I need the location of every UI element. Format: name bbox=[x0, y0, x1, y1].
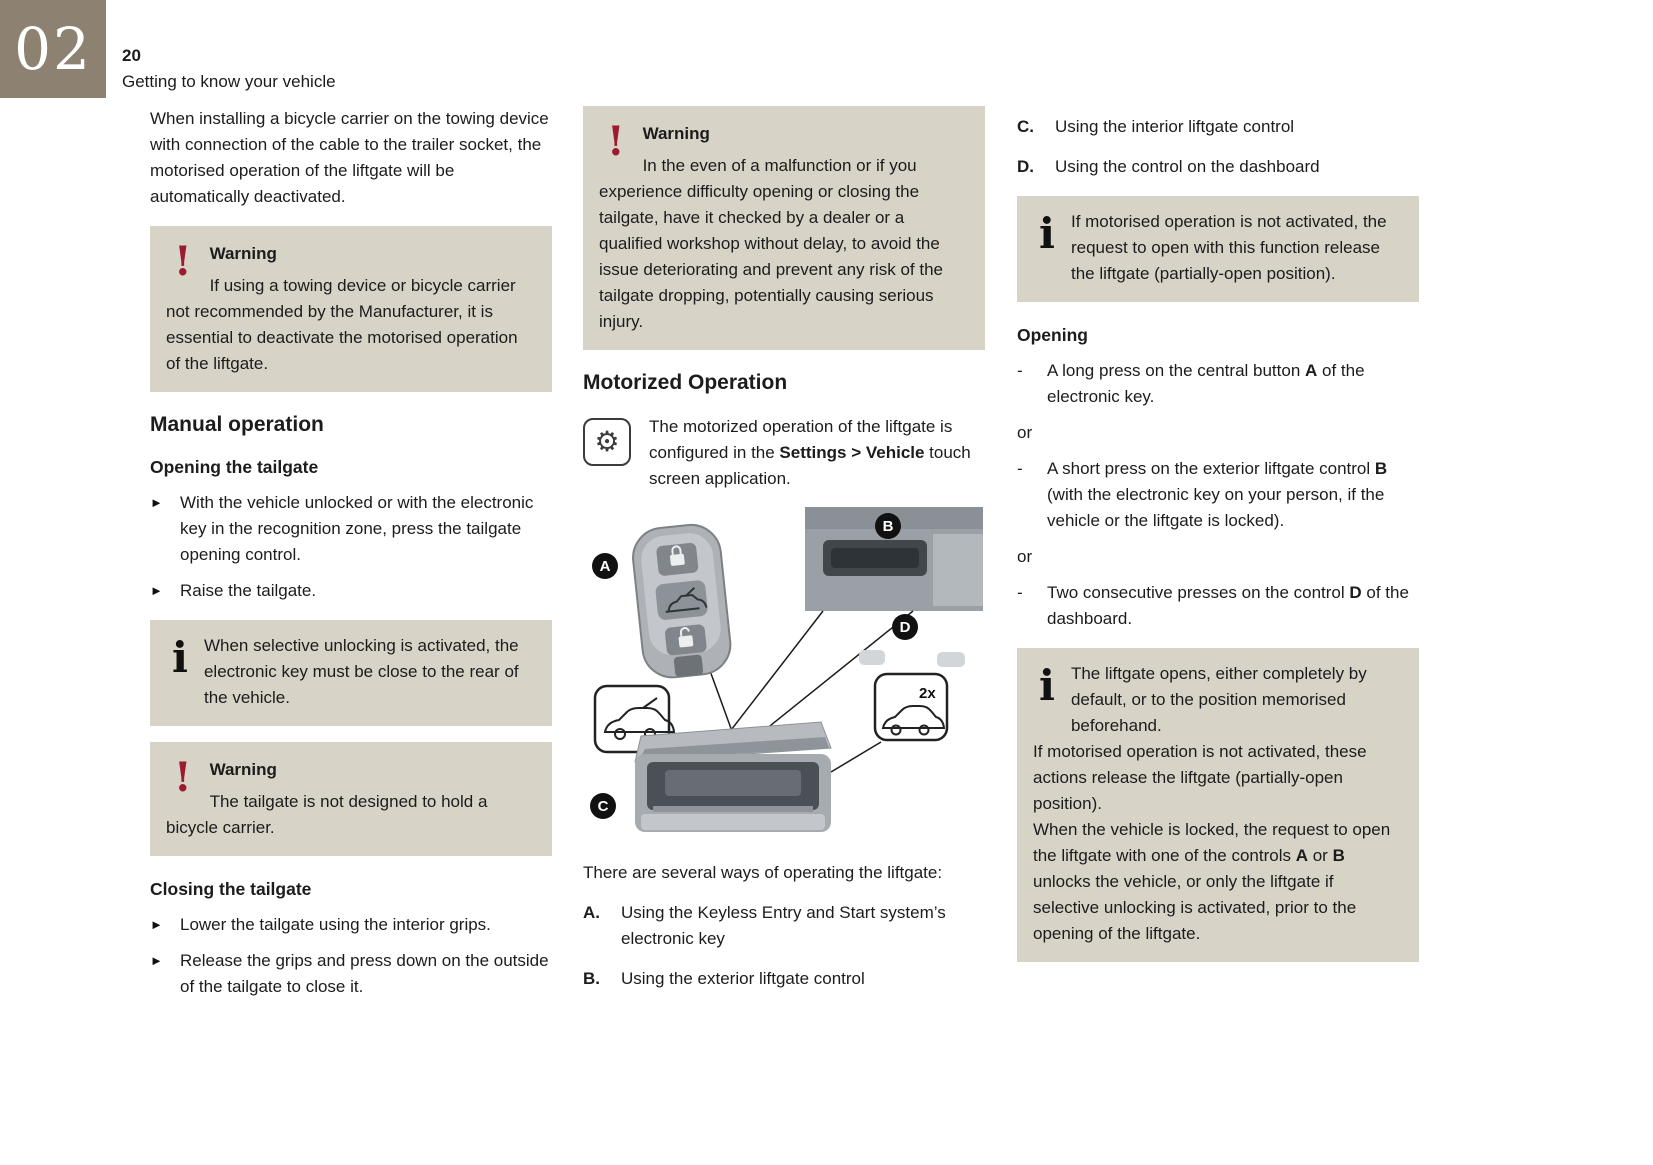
list-letter: D. bbox=[1017, 157, 1034, 176]
heading-manual-operation: Manual operation bbox=[150, 413, 324, 436]
label-c: C bbox=[590, 793, 616, 819]
info-icon: i bbox=[1039, 209, 1055, 258]
subheading-closing-tailgate: Closing the tailgate bbox=[150, 879, 312, 899]
info-icon: i bbox=[172, 633, 188, 682]
intro-paragraph: When installing a bicycle carrier on the… bbox=[150, 109, 549, 206]
bullet-item: ► Raise the tailgate. bbox=[150, 578, 552, 604]
warning-title: Warning bbox=[209, 244, 277, 263]
warning-box-malfunction: ! Warning In the even of a malfunction o… bbox=[583, 106, 985, 350]
warning-box-towing: ! Warning If using a towing device or bi… bbox=[150, 226, 552, 392]
warning-body: The tailgate is not designed to hold a b… bbox=[166, 792, 488, 837]
bullet-item: ► Lower the tailgate using the interior … bbox=[150, 912, 552, 938]
list-text: Using the exterior liftgate control bbox=[621, 969, 865, 988]
svg-text:2x: 2x bbox=[919, 685, 936, 702]
liftgate-controls-illustration: A B D 2x bbox=[590, 507, 985, 832]
chapter-title: Getting to know your vehicle bbox=[122, 72, 336, 91]
list-item-c: C. Using the interior liftgate control bbox=[1017, 114, 1419, 140]
list-text: Using the Keyless Entry and Start system… bbox=[621, 903, 946, 948]
svg-text:C: C bbox=[598, 798, 609, 815]
label-a: A bbox=[592, 553, 618, 579]
warning-title: Warning bbox=[209, 760, 277, 779]
list-text: Using the interior liftgate control bbox=[1055, 117, 1295, 136]
list-item-b: B. Using the exterior liftgate control bbox=[583, 966, 985, 992]
svg-text:A: A bbox=[600, 558, 611, 575]
list-item-d: D. Using the control on the dashboard bbox=[1017, 154, 1419, 180]
warning-body: In the even of a malfunction or if you e… bbox=[599, 156, 943, 331]
column-middle: ! Warning In the even of a malfunction o… bbox=[583, 106, 985, 1006]
settings-note-row: ⚙ The motorized operation of the liftgat… bbox=[583, 414, 985, 492]
label-d: D bbox=[892, 614, 918, 640]
dash-text: A long press on the central button A of … bbox=[1047, 361, 1365, 406]
info-box-liftgate-opens: i The liftgate opens, either completely … bbox=[1017, 648, 1419, 962]
dash-text: A short press on the exterior liftgate c… bbox=[1047, 459, 1388, 530]
pointer-line bbox=[830, 741, 882, 773]
list-letter: A. bbox=[583, 903, 600, 922]
warning-icon: ! bbox=[174, 754, 192, 801]
or-separator: or bbox=[1017, 547, 1033, 566]
triangle-bullet-icon: ► bbox=[150, 495, 163, 510]
list-letter: C. bbox=[1017, 117, 1034, 136]
list-text: Using the control on the dashboard bbox=[1055, 157, 1320, 176]
settings-gear-icon: ⚙ bbox=[583, 418, 631, 466]
warning-body: If using a towing device or bicycle carr… bbox=[166, 276, 518, 373]
page-header: 20 Getting to know your vehicle bbox=[122, 46, 336, 92]
info-box-selective-unlocking: i When selective unlocking is activated,… bbox=[150, 620, 552, 726]
triangle-bullet-icon: ► bbox=[150, 953, 163, 968]
svg-text:B: B bbox=[883, 518, 894, 535]
bullet-text: With the vehicle unlocked or with the el… bbox=[180, 493, 534, 564]
info-body: The liftgate opens, either completely by… bbox=[1033, 664, 1391, 943]
dash-marker: - bbox=[1017, 361, 1023, 380]
list-letter: B. bbox=[583, 969, 600, 988]
dash-text: Two consecutive presses on the control D… bbox=[1047, 583, 1409, 628]
column-left: When installing a bicycle carrier on the… bbox=[150, 106, 552, 1010]
pointer-line bbox=[708, 667, 734, 735]
warning-box-bicycle-carrier: ! Warning The tailgate is not designed t… bbox=[150, 742, 552, 856]
ways-intro: There are several ways of operating the … bbox=[583, 863, 943, 882]
subheading-opening: Opening bbox=[1017, 325, 1088, 345]
bullet-text: Release the grips and press down on the … bbox=[180, 951, 549, 996]
liftgate-controls-diagram: A B D 2x bbox=[583, 504, 985, 852]
page-number: 20 bbox=[122, 46, 141, 65]
subheading-opening-tailgate: Opening the tailgate bbox=[150, 457, 319, 477]
bullet-text: Raise the tailgate. bbox=[180, 581, 317, 600]
chapter-number: 02 bbox=[14, 15, 92, 83]
svg-text:D: D bbox=[900, 619, 911, 636]
bullet-text: Lower the tailgate using the interior gr… bbox=[180, 915, 491, 934]
dash-marker: - bbox=[1017, 459, 1023, 478]
or-separator: or bbox=[1017, 423, 1033, 442]
heading-motorized-operation: Motorized Operation bbox=[583, 371, 788, 394]
dash-item: - A short press on the exterior liftgate… bbox=[1017, 456, 1419, 534]
bullet-item: ► With the vehicle unlocked or with the … bbox=[150, 490, 552, 568]
info-body: If motorised operation is not activated,… bbox=[1070, 212, 1387, 283]
info-box-not-activated: i If motorised operation is not activate… bbox=[1017, 196, 1419, 302]
dash-item: - A long press on the central button A o… bbox=[1017, 358, 1419, 410]
warning-icon: ! bbox=[174, 238, 192, 285]
gear-glyph: ⚙ bbox=[594, 426, 620, 457]
rear-tailgate-illustration bbox=[634, 721, 832, 832]
settings-note-text: The motorized operation of the liftgate … bbox=[649, 417, 971, 488]
dashboard-control-icon: 2x bbox=[859, 650, 965, 742]
info-icon: i bbox=[1039, 661, 1055, 710]
chapter-tab: 02 bbox=[0, 0, 106, 98]
dash-marker: - bbox=[1017, 583, 1023, 602]
dash-item: - Two consecutive presses on the control… bbox=[1017, 580, 1419, 632]
label-b: B bbox=[875, 513, 901, 539]
triangle-bullet-icon: ► bbox=[150, 917, 163, 932]
info-body: When selective unlocking is activated, t… bbox=[203, 636, 519, 707]
list-item-a: A. Using the Keyless Entry and Start sys… bbox=[583, 900, 985, 952]
column-right: C. Using the interior liftgate control D… bbox=[1017, 106, 1419, 962]
warning-icon: ! bbox=[607, 118, 625, 165]
triangle-bullet-icon: ► bbox=[150, 583, 163, 598]
electronic-key-illustration bbox=[632, 523, 732, 679]
warning-title: Warning bbox=[642, 124, 710, 143]
bullet-item: ► Release the grips and press down on th… bbox=[150, 948, 552, 1000]
